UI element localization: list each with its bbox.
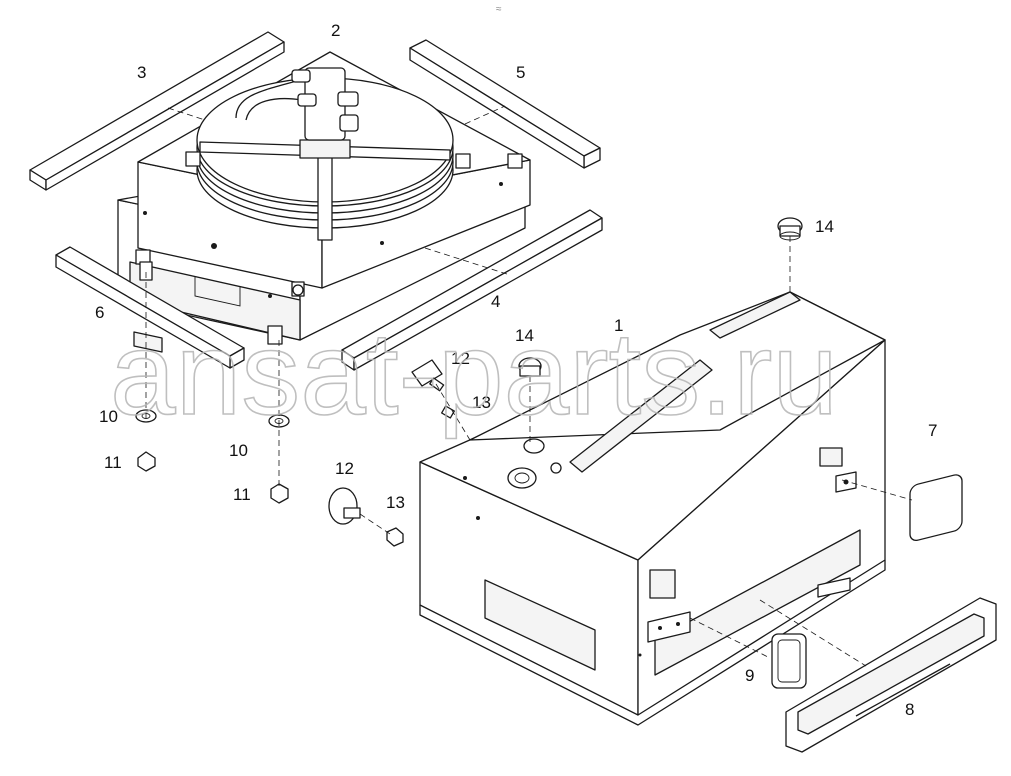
callout-13-lower: 13 xyxy=(386,493,405,512)
callout-1: 1 xyxy=(614,316,623,335)
rubber-strip-4 xyxy=(341,209,603,371)
rubber-strip-6 xyxy=(55,246,245,369)
leader-lines xyxy=(145,105,913,667)
artifact-mark: ≈ xyxy=(496,4,502,15)
rubber-strip-3 xyxy=(29,31,285,191)
callout-10-left: 10 xyxy=(99,407,118,426)
nut-11-right xyxy=(270,483,289,504)
callout-2: 2 xyxy=(331,21,340,40)
callout-12-upper: 12 xyxy=(451,349,470,368)
callout-12-lower: 12 xyxy=(335,459,354,478)
filler-cap-14-mid xyxy=(518,357,542,377)
callout-11-right: 11 xyxy=(233,485,251,504)
callout-6: 6 xyxy=(95,303,104,322)
rubber-strip-5 xyxy=(409,39,601,169)
seal-9 xyxy=(771,633,807,689)
radiator-assembly xyxy=(117,51,531,345)
callout-13-upper: 13 xyxy=(472,393,491,412)
callout-14-mid: 14 xyxy=(515,326,534,345)
callout-11-left: 11 xyxy=(104,453,122,472)
callout-7: 7 xyxy=(928,421,937,440)
breather-12-lower xyxy=(328,487,361,525)
callout-9: 9 xyxy=(745,666,754,685)
callout-3: 3 xyxy=(137,63,146,82)
callout-labels: 1 2 3 4 5 6 7 8 9 10 11 10 11 12 13 12 1… xyxy=(95,21,937,719)
breather-12-upper xyxy=(411,359,445,392)
callout-4: 4 xyxy=(491,292,500,311)
nut-11-left xyxy=(137,451,156,472)
fitting-13-lower xyxy=(386,527,404,547)
seal-8 xyxy=(785,597,997,753)
seal-7 xyxy=(909,474,963,542)
callout-10-right: 10 xyxy=(229,441,248,460)
mount-bracket-left xyxy=(133,331,163,353)
callout-5: 5 xyxy=(516,63,525,82)
hydraulic-tank xyxy=(419,291,886,726)
callout-14-top: 14 xyxy=(815,217,834,236)
callout-8: 8 xyxy=(905,700,914,719)
fitting-13-upper xyxy=(441,405,455,419)
watermark-text: ansat-parts.ru xyxy=(110,308,838,440)
